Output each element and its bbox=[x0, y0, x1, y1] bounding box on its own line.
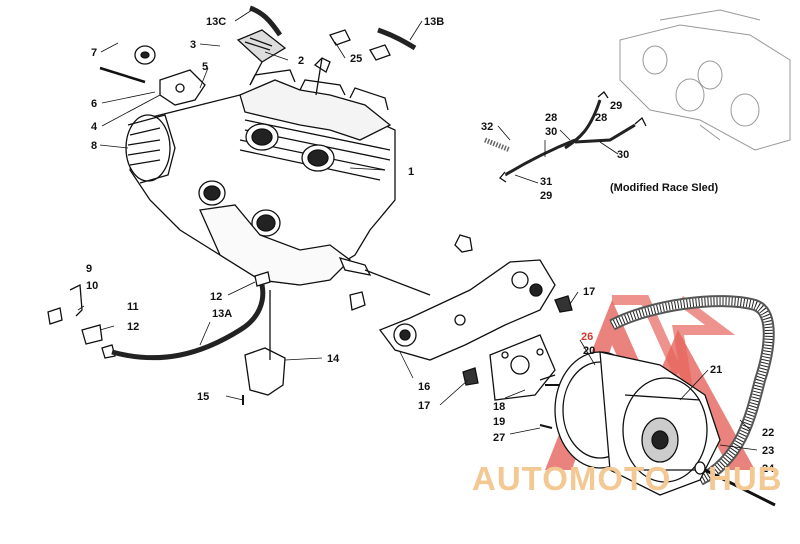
callout-labels: 13C 13B 3 2 7 5 25 6 4 8 1 32 28 30 29 2… bbox=[86, 16, 775, 475]
callout-12a: 12 bbox=[127, 321, 139, 333]
callout-13a: 13A bbox=[212, 308, 232, 320]
callout-29b: 29 bbox=[540, 190, 552, 202]
callout-27: 27 bbox=[493, 432, 505, 444]
clutch-and-belt bbox=[539, 295, 776, 507]
callout-2: 2 bbox=[298, 55, 304, 67]
callout-23: 23 bbox=[762, 445, 774, 457]
inset-hose-parts bbox=[484, 91, 647, 183]
callout-30a: 30 bbox=[545, 126, 557, 138]
callout-22: 22 bbox=[762, 427, 774, 439]
callout-28b: 28 bbox=[595, 112, 607, 124]
callout-3: 3 bbox=[190, 39, 196, 51]
callout-5: 5 bbox=[202, 61, 208, 73]
callout-4: 4 bbox=[91, 121, 98, 133]
callout-25: 25 bbox=[350, 53, 362, 65]
callout-17a: 17 bbox=[418, 400, 430, 412]
inset-race-sled bbox=[619, 9, 791, 151]
callout-17b: 17 bbox=[583, 286, 595, 298]
callout-29a: 29 bbox=[610, 100, 622, 112]
callout-12b: 12 bbox=[210, 291, 222, 303]
leader-lines bbox=[77, 9, 758, 451]
callout-16: 16 bbox=[418, 381, 430, 393]
callout-21: 21 bbox=[710, 364, 722, 376]
callout-6: 6 bbox=[91, 98, 97, 110]
watermark-text-left: AUTOMOTO bbox=[472, 460, 671, 497]
callout-8: 8 bbox=[91, 140, 97, 152]
callout-26: 26 bbox=[581, 331, 593, 343]
engine-bracket-plate bbox=[349, 234, 573, 401]
cable-and-bracket-parts bbox=[47, 271, 286, 405]
callout-7: 7 bbox=[91, 47, 97, 59]
callout-30b: 30 bbox=[617, 149, 629, 161]
callout-13b: 13B bbox=[424, 16, 444, 28]
callout-18: 18 bbox=[493, 401, 505, 413]
watermark-text-right: HUB bbox=[708, 460, 783, 497]
callout-32: 32 bbox=[481, 121, 493, 133]
callout-19: 19 bbox=[493, 416, 505, 428]
callout-24: 24 bbox=[762, 463, 775, 475]
watermark-text: AUTOMOTO HUB bbox=[472, 460, 783, 497]
callout-9: 9 bbox=[86, 263, 92, 275]
callout-14: 14 bbox=[327, 353, 340, 365]
engine-assembly bbox=[99, 5, 431, 296]
callout-11: 11 bbox=[127, 301, 139, 313]
callout-10: 10 bbox=[86, 280, 98, 292]
watermark-logo bbox=[545, 295, 755, 470]
callout-31: 31 bbox=[540, 176, 552, 188]
callout-13c: 13C bbox=[206, 16, 226, 28]
inset-caption: (Modified Race Sled) bbox=[610, 182, 719, 194]
callout-20: 20 bbox=[583, 345, 595, 357]
callout-28a: 28 bbox=[545, 112, 557, 124]
callout-15: 15 bbox=[197, 391, 209, 403]
callout-1: 1 bbox=[408, 166, 414, 178]
